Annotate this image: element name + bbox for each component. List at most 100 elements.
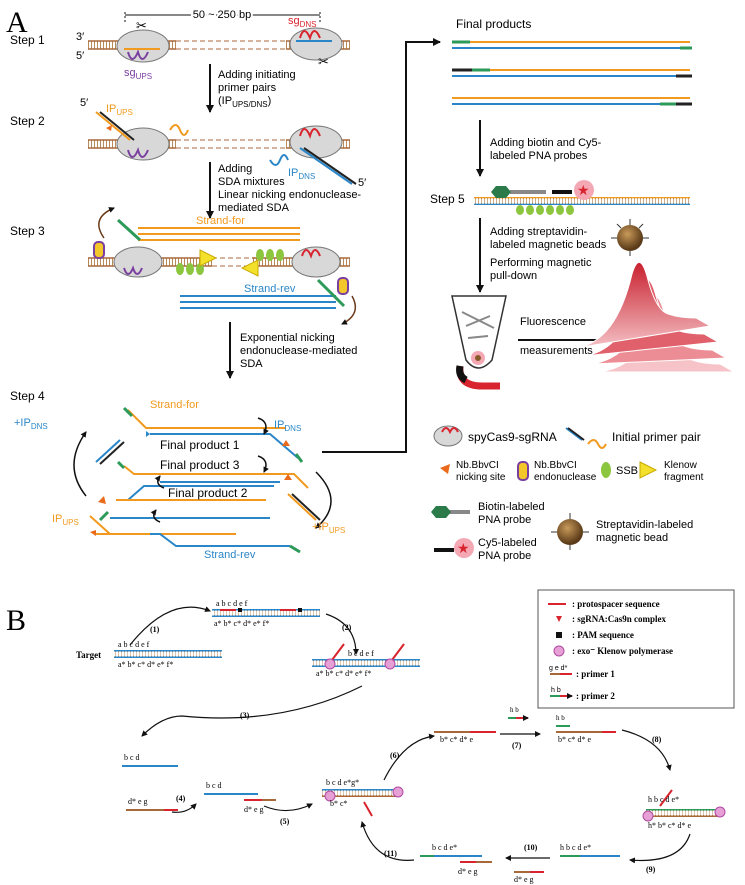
svg-text:d* e g: d* e g — [244, 805, 264, 814]
arrow2-line1: Adding — [218, 163, 252, 175]
legend-pam-icon — [556, 632, 562, 638]
b-step-4: (4) — [176, 794, 186, 803]
step2-label: Step 2 — [10, 114, 45, 128]
ip-dns-label-step4: IPDNS — [274, 419, 301, 433]
panel-b-letter: B — [6, 604, 26, 637]
arrow3-line3: SDA — [240, 358, 263, 370]
legend-klenow-1: Klenow — [664, 460, 698, 471]
svg-text:b c d e*: b c d e* — [432, 843, 457, 852]
fluorescence-peaks — [575, 262, 736, 373]
svg-text:d* e g: d* e g — [458, 867, 478, 876]
b-primer1-free-2: d* e g — [514, 871, 544, 884]
svg-text:h b c d e*: h b c d e* — [560, 843, 591, 852]
final-product-2-label: Final product 2 — [168, 486, 248, 500]
nick-site-icon — [106, 125, 112, 131]
arrow-b11 — [360, 821, 415, 861]
arrow-b4 — [171, 803, 197, 813]
strand-for-label-step4: Strand-for — [150, 399, 199, 411]
step5-label: Step 5 — [430, 192, 465, 206]
legend-b-box — [537, 589, 735, 709]
final-products-title: Final products — [456, 17, 531, 31]
arrow-b5 — [263, 803, 313, 812]
svg-text:★: ★ — [457, 540, 470, 556]
legend-biotin-2: PNA probe — [478, 514, 531, 526]
svg-text:a b c d e f: a b c d e f — [216, 599, 248, 608]
legend-nick-site-2: nicking site — [456, 472, 506, 483]
panel-a-letter: A — [6, 6, 28, 39]
svg-text:h b: h b — [556, 714, 565, 722]
arrow-b9 — [629, 833, 691, 864]
svg-text:d* e g: d* e g — [514, 875, 534, 884]
b-step-5: (5) — [280, 817, 290, 826]
b-step-1: (1) — [150, 625, 160, 634]
b-extended-center: b c d e*g* b* c* — [322, 778, 404, 817]
svg-text:b c d e*g*: b c d e*g* — [326, 778, 359, 787]
plus-ip-ups-label: +IPUPS — [312, 521, 345, 535]
b-primer1-free: d* e g — [126, 797, 178, 811]
arrow6-line2: pull-down — [490, 270, 537, 282]
arrow3-line1: Exponential nicking — [240, 332, 335, 344]
connector-arrow — [322, 38, 441, 453]
svg-text:a* b* c* d* e*: a* b* c* d* e* f* — [118, 660, 173, 669]
sg-dns-label: sgDNS — [288, 15, 317, 29]
b-step-9: (9) — [646, 865, 656, 874]
cas9-ups-step1 — [116, 29, 170, 63]
svg-text:b c d: b c d — [124, 753, 140, 762]
b-extended-right: h b c d e* h* b* c* d* e — [642, 789, 726, 830]
strand-rev-label-step3: Strand-rev — [244, 283, 296, 295]
legend-primer: Initial primer pair — [612, 430, 701, 444]
step2-5prime-ups: 5′ — [80, 97, 88, 109]
b-step-10: (10) — [524, 843, 538, 852]
legend-cas9: spyCas9-sgRNA — [468, 430, 557, 444]
cas9-dns-step1 — [289, 27, 343, 61]
step1-5prime: 5′ — [76, 50, 84, 62]
step4-cycle — [73, 406, 332, 554]
legend-polymerase-icon — [553, 645, 565, 657]
legend-nick-enzyme-2: endonuclease — [534, 472, 597, 483]
legend-strep-2: magnetic bead — [596, 532, 668, 544]
arrow5-line1: Adding streptavidin- — [490, 226, 588, 238]
legend-polymerase: : exo⁻ Klenow polymerase — [572, 646, 673, 656]
svg-text:d* e g: d* e g — [128, 797, 148, 806]
b-ssdna-bottom-right: h b c d e* — [560, 843, 620, 857]
target-label: Target — [76, 650, 101, 660]
arrow2-line3: Linear nicking endonuclease- — [218, 189, 361, 201]
legend-complex: : sgRNA:Cas9n complex — [572, 614, 666, 624]
svg-text:★: ★ — [577, 182, 590, 198]
legend-primer2-icon: h b — [550, 687, 573, 699]
svg-text:a b c d e: a b c d e f — [118, 640, 150, 649]
arrow-b6 — [383, 733, 435, 781]
step3-label: Step 3 — [10, 224, 45, 238]
arrow-b3 — [141, 685, 363, 737]
legend-pam: : PAM sequence — [572, 630, 634, 640]
arrow5-line2: labeled magnetic beads — [490, 239, 607, 251]
ip-dns-label-step2: IPDNS — [288, 167, 315, 181]
ip-ups-label-step4: IPUPS — [52, 513, 79, 527]
arrow3-line2: endonuclease-mediated — [240, 345, 357, 357]
b-annealed-2: h b b* c* d* e — [556, 714, 616, 744]
arrow4-line2: labeled PNA probes — [490, 150, 588, 162]
legend-strep-1: Streptavidin-labeled — [596, 519, 693, 531]
b-duplex-right: b c d e f a* b* c* d* e* f* — [312, 643, 420, 678]
arrow4-line1: Adding biotin and Cy5- — [490, 137, 602, 149]
b-duplex-top: a b c d e f a* b* c* d* e* f* — [212, 599, 320, 628]
legend-a: ★ — [431, 425, 658, 558]
b-ssdna-bcd: b c d — [122, 753, 178, 767]
final-product-1-label: Final product 1 — [160, 438, 240, 452]
svg-text:b* c* d* e: b* c* d* e — [558, 735, 592, 744]
svg-text:h* b* c* d* e: h* b* c* d* e — [648, 821, 692, 830]
svg-text:b* c*: b* c* — [330, 799, 348, 808]
step5-probe-duplex: ★ — [474, 180, 690, 215]
plus-ip-dns-label: +IPDNS — [14, 417, 48, 431]
legend-cy5-1: Cy5-labeled — [478, 537, 537, 549]
step1-label: Step 1 — [10, 33, 45, 47]
final-product-3-label: Final product 3 — [160, 458, 240, 472]
scissors-icon-ups: ✂ — [136, 18, 147, 33]
b-step-11: (11) — [384, 849, 397, 858]
fluorescence-line1: Fluorescence — [520, 316, 586, 328]
legend-ssb: SSB — [616, 465, 638, 477]
final-product-duplexes — [452, 40, 692, 106]
svg-text:a* b* c* d* e* f*: a* b* c* d* e* f* — [316, 669, 371, 678]
